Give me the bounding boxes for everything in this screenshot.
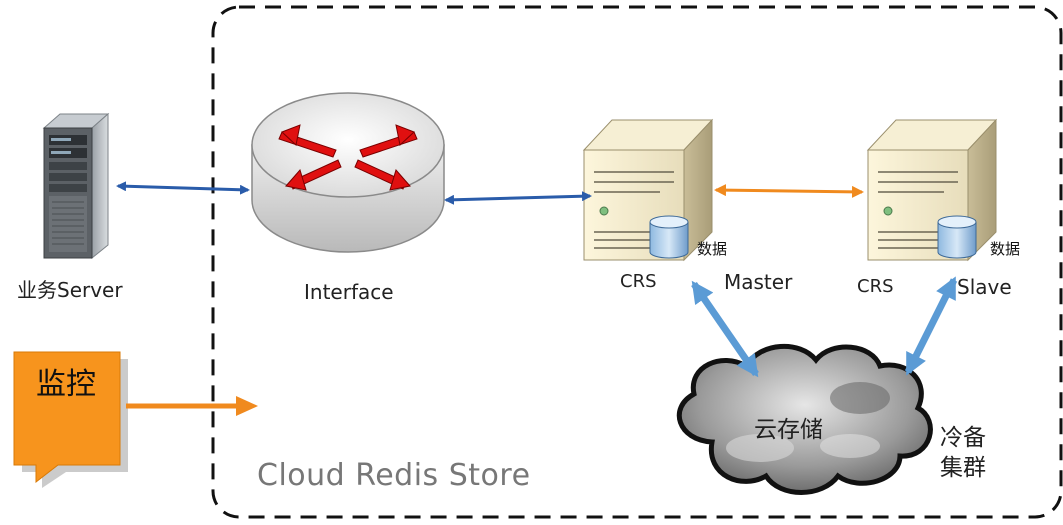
router-icon [251, 92, 445, 253]
monitor-label: 监控 [36, 367, 96, 402]
master-storage-link [691, 280, 759, 378]
crs-slave-label: CRS [857, 276, 894, 297]
cold-backup-line-2: 集群 [940, 455, 986, 481]
interface-label: Interface [304, 280, 394, 304]
cold-backup-label: 冷备 集群 [940, 423, 986, 483]
interface-master-link [444, 191, 592, 205]
master-data-label: 数据 [697, 240, 728, 258]
tower-server-icon [42, 112, 110, 260]
crs-master-server-icon [582, 118, 714, 262]
cloud-redis-store-boundary [211, 5, 1063, 519]
cold-backup-line-1: 冷备 [940, 425, 986, 451]
crs-master-label: CRS [620, 271, 657, 292]
cloud-storage-label: 云存储 [754, 417, 823, 443]
slave-role-label: Slave [957, 275, 1012, 299]
monitor-arrow [126, 396, 258, 416]
slave-storage-link [904, 276, 958, 376]
crs-slave-server-icon [866, 118, 998, 262]
callout-box-icon [13, 351, 128, 488]
business-server-label: 业务Server [17, 278, 123, 302]
database-icon [649, 215, 689, 259]
server-interface-link [116, 181, 250, 195]
master-role-label: Master [724, 270, 793, 294]
master-slave-replication-link [714, 184, 864, 198]
cloud-icon [676, 344, 933, 495]
boundary-label: Cloud Redis Store [257, 458, 531, 493]
database-icon [937, 215, 977, 259]
slave-data-label: 数据 [990, 240, 1021, 258]
